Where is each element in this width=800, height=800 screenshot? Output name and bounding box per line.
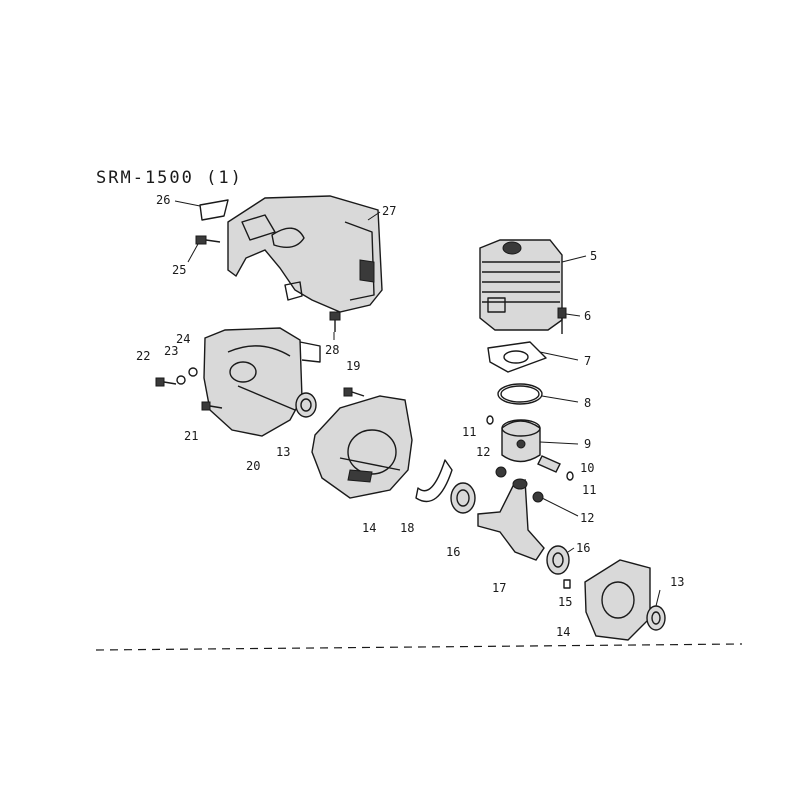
callout: 24 [176,332,190,346]
callout: 25 [172,263,186,277]
callout: 23 [164,344,178,358]
part-25-bolt [195,235,221,245]
part-8-piston-ring [497,383,543,405]
part-9-piston [501,419,541,463]
part-5-cylinder [479,239,563,331]
part-7-gasket [487,341,547,373]
part-18-gasket [415,459,453,503]
dashed-divider [95,643,743,651]
part-28-bolt [329,311,341,332]
callout: 18 [400,521,414,535]
part-15-pin [563,579,571,589]
part-6-bolt [557,307,567,334]
callout: 15 [558,595,572,609]
part-16-bearing-a [450,482,476,514]
callout: 13 [670,575,684,589]
callout: 22 [136,349,150,363]
part-16-bearing-b [546,545,570,575]
callout: 8 [584,396,591,410]
callout: 19 [346,359,360,373]
part-26-decal [199,199,229,221]
callout: 9 [584,437,591,451]
part-12-needle-bearing-b [532,491,544,503]
part-11-clip-a [486,415,494,425]
part-22-bolt [155,377,177,387]
callout: 27 [382,204,396,218]
part-17-crankshaft [477,478,545,561]
part-10-piston-pin [537,455,561,473]
callout: 28 [325,343,339,357]
callout: 17 [492,581,506,595]
callout: 10 [580,461,594,475]
part-12-needle-bearing-a [495,466,507,478]
part-21-bolt [201,401,223,411]
callout: 12 [580,511,594,525]
callout: 16 [576,541,590,555]
callout: 12 [476,445,490,459]
part-19-bolt [343,387,365,397]
callout: 7 [584,354,591,368]
callout: 5 [590,249,597,263]
callout: 6 [584,309,591,323]
callout: 21 [184,429,198,443]
part-13-oil-seal-b [646,605,666,631]
callout: 13 [276,445,290,459]
part-23-washer [176,375,186,385]
part-14-crankcase-half-a [311,395,413,499]
callout: 11 [582,483,596,497]
leader-lines [174,200,661,607]
callout: 20 [246,459,260,473]
callout: 11 [462,425,476,439]
part-24-washer [188,367,198,377]
callout: 26 [156,193,170,207]
part-11-clip-b [566,471,574,481]
part-20-fan-housing [203,327,321,437]
part-14-crankcase-half-b [584,559,651,641]
part-13-oil-seal-a [295,392,317,418]
diagram-title: SRM-1500 (1) [96,168,243,188]
callouts: 26 27 25 5 6 28 24 22 23 7 19 8 21 13 20… [136,193,684,639]
part-27-engine-cover [227,195,383,313]
callout: 14 [362,521,376,535]
callout: 14 [556,625,570,639]
callout: 16 [446,545,460,559]
